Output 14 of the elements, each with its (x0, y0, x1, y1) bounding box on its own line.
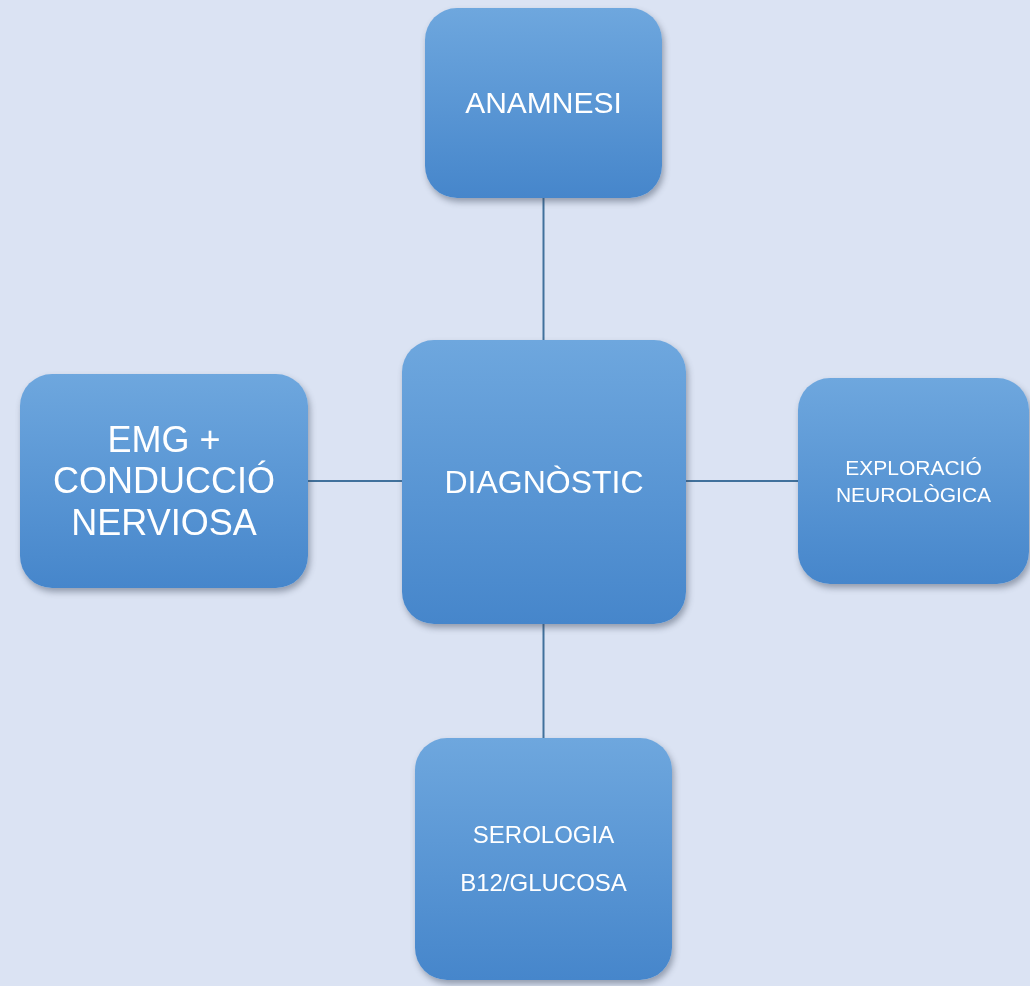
box-label: DIAGNÒSTIC (444, 462, 644, 502)
process-box (402, 340, 686, 624)
box-label: SEROLOGIA B12/GLUCOSA (459, 820, 628, 898)
process-box (425, 8, 662, 198)
box-label: ANAMNESI (465, 85, 622, 121)
box-label: EXPLORACIÓ NEUROLÒGICA (834, 454, 993, 508)
process-box (20, 374, 308, 588)
connector-line (542, 623, 545, 739)
box-label: EMG + CONDUCCIÓ NERVIOSA (52, 418, 276, 544)
connector-line (685, 480, 799, 482)
connector-line (307, 480, 403, 482)
process-box (415, 738, 672, 980)
process-box (798, 378, 1029, 584)
connector-line (542, 197, 545, 341)
